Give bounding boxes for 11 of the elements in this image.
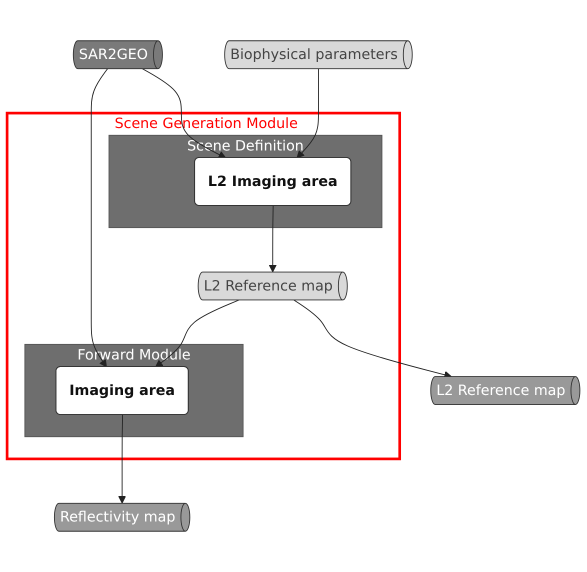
arrow bbox=[296, 68, 319, 158]
node-text: L2 Reference map bbox=[436, 382, 566, 399]
arrow bbox=[268, 205, 277, 272]
node-text: SAR2GEO bbox=[78, 46, 148, 63]
node-text: Biophysical parameters bbox=[230, 46, 398, 63]
arrow bbox=[155, 300, 240, 368]
arrow bbox=[293, 300, 452, 379]
arrow bbox=[118, 414, 126, 504]
node-text: Reflectivity map bbox=[60, 508, 176, 526]
arrow bbox=[90, 68, 108, 368]
node-text: L2 Reference map bbox=[204, 277, 333, 294]
